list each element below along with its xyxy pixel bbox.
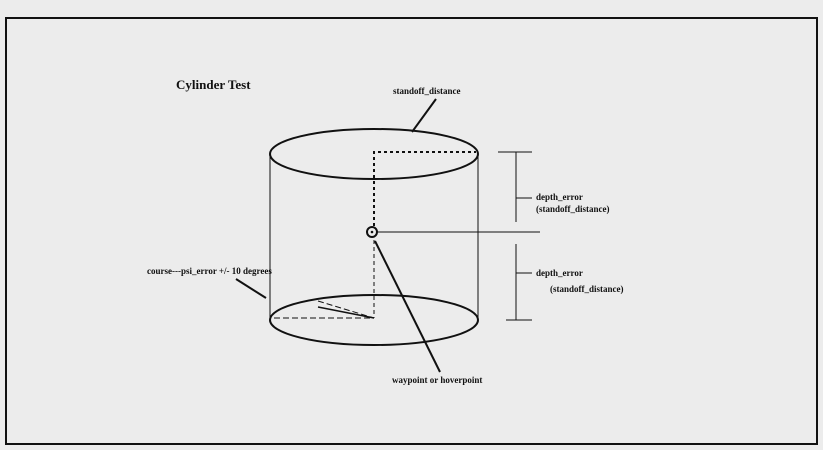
course-wedge-lower bbox=[317, 306, 375, 319]
waypoint-center-dot bbox=[370, 230, 374, 234]
course-error-label: course---psi_error +/- 10 degrees bbox=[147, 266, 272, 276]
waypoint-marker bbox=[366, 226, 378, 238]
cylinder-bottom-ellipse bbox=[269, 294, 479, 346]
diagram-title: Cylinder Test bbox=[176, 77, 251, 92]
waypoint-leader bbox=[374, 240, 441, 373]
depth-error-lower-sublabel: (standoff_distance) bbox=[550, 284, 624, 294]
standoff-distance-label: standoff_distance bbox=[393, 86, 461, 96]
standoff-leader bbox=[411, 98, 437, 133]
waypoint-label: waypoint or hoverpoint bbox=[392, 375, 483, 385]
depth-error-lower-label: depth_error bbox=[536, 268, 583, 278]
course-wedge-upper bbox=[317, 300, 375, 319]
course-leader bbox=[235, 278, 267, 299]
standoff-radius-dotted bbox=[373, 151, 476, 226]
figure-border bbox=[5, 17, 818, 445]
depth-error-upper-sublabel: (standoff_distance) bbox=[536, 204, 610, 214]
depth-error-upper-label: depth_error bbox=[536, 192, 583, 202]
